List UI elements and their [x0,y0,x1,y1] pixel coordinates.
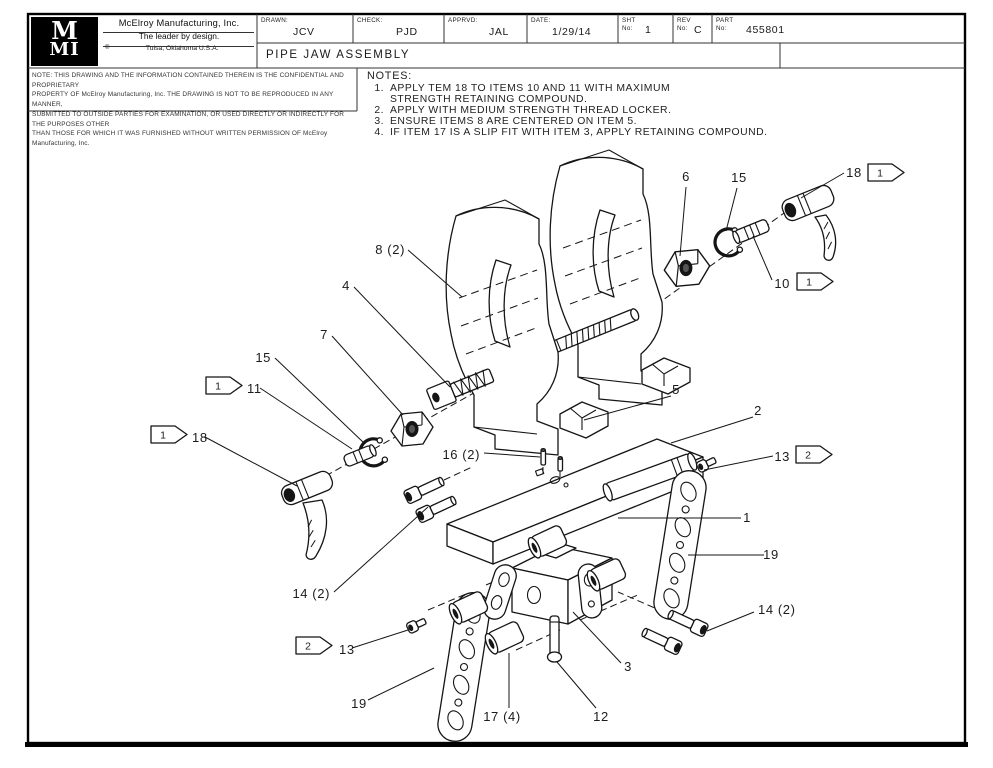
sht-value: 1 [645,24,652,36]
handle-right [781,184,837,261]
company-location: ®Tulsa, Oklahoma U.S.A. [105,45,219,52]
note-flag: 1 [867,163,905,182]
cap-screw-14b [415,495,457,524]
pin-10 [732,219,770,245]
note-item: 3. ENSURE ITEMS 8 ARE CENTERED ON ITEM 5… [374,115,638,127]
note-item: 4. IF ITEM 17 IS A SLIP FIT WITH ITEM 3,… [374,126,768,138]
callout-label: 17 (4) [483,709,521,724]
tube-spacer-17c [448,591,489,625]
drawn-label: DRAWN: [261,17,289,24]
pipe-jaw-left [445,199,559,456]
clamp-block-3 [483,541,613,663]
flag-number: 1 [806,277,812,289]
spacer-bar-left [437,592,491,742]
note-flag: 2 [795,445,833,464]
callout-label: 7 [320,327,328,342]
mcelroy-logo: M MI [31,17,98,66]
callout-label: 14 (2) [758,602,796,617]
pin-12 [546,615,563,663]
hex-nut-6 [663,248,711,288]
pin-11 [343,444,377,467]
callout-label: 10 [774,276,790,291]
registered-mark-icon: ® [105,45,110,51]
check-label: CHECK: [357,17,383,24]
company-tagline: The leader by design. [138,31,220,41]
tube-spacer-17b [586,558,627,592]
notes-heading: NOTES: [367,70,412,82]
leader-lines [204,172,845,709]
flag-number: 1 [877,168,883,180]
callout-label: 19 [763,547,779,562]
note-flag: 2 [295,636,333,655]
callout-label: 3 [624,659,632,674]
company-divider [103,46,254,47]
apprvd-label: APPRVD: [448,17,478,24]
note-flag: 1 [796,272,834,291]
callout-label: 13 [774,449,790,464]
check-value: PJD [396,26,418,38]
spacer-bar-right [653,470,707,620]
drawn-value: JCV [293,26,315,38]
callout-label: 15 [731,170,747,185]
callout-label: 16 (2) [442,447,480,462]
pipe-jaw-right [549,149,663,406]
note-item: 1. APPLY TEM 18 TO ITEMS 10 AND 11 WITH … [374,83,671,105]
cap-screw-14a [403,476,445,505]
apprvd-value: JAL [489,26,509,38]
callout-label: 19 [351,696,367,711]
callout-labels: 6 15 18 10 8 (2) 4 7 15 11 18 16 (2) 5 2… [192,165,862,724]
callout-label: 13 [339,642,355,657]
tube-spacer-17d [484,621,525,655]
callout-label: 12 [593,709,609,724]
cap-screw-14c [667,609,709,638]
callout-label: 15 [255,350,271,365]
date-label: DATE: [531,17,551,24]
pivot-pin-1 [602,452,698,502]
flag-number: 1 [160,430,166,442]
company-block: McElroy Manufacturing, Inc. The leader b… [103,18,255,52]
callout-label: 11 [247,381,262,396]
callout-label: 14 (2) [292,586,330,601]
part-value: 455801 [746,24,785,36]
date-value: 1/29/14 [552,26,592,38]
roll-pins-16 [540,448,564,472]
callout-label: 1 [743,510,751,525]
callout-label: 8 (2) [375,242,405,257]
sheet-frame [25,12,968,747]
tube-spacer-17a [527,525,568,559]
sht-label: SHT No: [622,17,636,32]
logo-letters-mi: MI [49,39,80,60]
callout-label: 6 [682,169,690,184]
handle-left [280,470,334,560]
cap-screw-14d [641,627,683,656]
callout-label: 4 [342,278,350,293]
callout-label: 18 [192,430,208,445]
callout-label: 2 [754,403,762,418]
drawing-title: PIPE JAW ASSEMBLY [266,49,411,61]
button-screw-13l [406,618,427,634]
confidentiality-note: NOTE: THIS DRAWING AND THE INFORMATION C… [32,72,345,147]
logo-letter-m: M [51,16,78,45]
rev-value: C [694,24,703,36]
clamp-screw [426,368,495,410]
part-label: PART No: [716,17,734,32]
company-name: McElroy Manufacturing, Inc. [118,18,240,28]
rev-label: REV No: [677,17,691,32]
flag-number: 1 [215,381,221,393]
note-item: 2. APPLY WITH MEDIUM STRENGTH THREAD LOC… [374,104,672,116]
jaw-insert-5b [641,357,691,395]
company-divider [103,32,254,33]
note-flag: 1 [150,425,188,444]
note-flags: 1 1 1 1 2 2 [150,163,905,655]
flag-number: 2 [805,450,811,462]
button-screw-13r [696,457,717,473]
flag-number: 2 [305,641,311,653]
hex-nut-7 [390,411,434,447]
callout-label: 18 [846,165,862,180]
callout-label: 5 [672,382,680,397]
assembly-notes: NOTES: 1. APPLY TEM 18 TO ITEMS 10 AND 1… [367,70,768,139]
note-flag: 1 [205,376,243,395]
